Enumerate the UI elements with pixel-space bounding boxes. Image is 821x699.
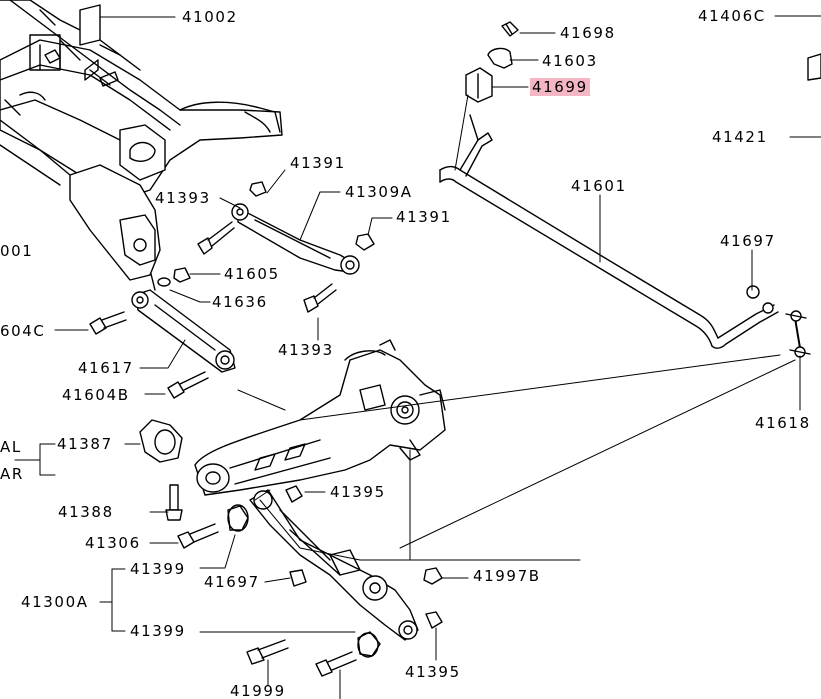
part-label-41391-mid: 41391 bbox=[396, 208, 452, 226]
part-label-41309a: 41309A bbox=[345, 183, 413, 201]
leader-lines bbox=[14, 15, 821, 699]
part-label-41393-mid: 41393 bbox=[278, 341, 334, 359]
part-label-41699: 41699 bbox=[530, 78, 590, 96]
link-41617-drawing bbox=[131, 289, 236, 373]
part-label-41399-bottom: 41399 bbox=[130, 622, 186, 640]
part-label-41421: 41421 bbox=[712, 128, 768, 146]
small-parts-drawing bbox=[89, 21, 821, 677]
part-label-41395-bottom: 41395 bbox=[405, 663, 461, 681]
part-label-41997b: 41997B bbox=[473, 567, 541, 585]
part-label-41604b: 41604B bbox=[62, 386, 130, 404]
part-label-41391-top: 41391 bbox=[290, 154, 346, 172]
stabilizer-link-drawing bbox=[785, 310, 811, 358]
part-label-41002: 41002 bbox=[182, 8, 238, 26]
part-label-41395-top: 41395 bbox=[330, 483, 386, 501]
part-label-41698: 41698 bbox=[560, 24, 616, 42]
part-label-41603: 41603 bbox=[542, 52, 598, 70]
part-label-41999: 41999 bbox=[230, 682, 286, 699]
part-label-41601: 41601 bbox=[571, 177, 627, 195]
part-label-41697-right: 41697 bbox=[720, 232, 776, 250]
part-label-41306: 41306 bbox=[85, 534, 141, 552]
highlighted-part-number: 41699 bbox=[530, 78, 590, 96]
part-label-001: 001 bbox=[0, 242, 34, 260]
part-label-41393-top: 41393 bbox=[155, 189, 211, 207]
part-label-41697-bottom: 41697 bbox=[204, 573, 260, 591]
part-label-41618: 41618 bbox=[755, 414, 811, 432]
crossmember-drawing bbox=[0, 0, 283, 291]
part-label-ar: AR bbox=[0, 465, 24, 483]
part-label-41300a: 41300A bbox=[21, 593, 89, 611]
part-label-41399-top: 41399 bbox=[130, 560, 186, 578]
lower-arm-drawing bbox=[249, 489, 419, 641]
upper-arm-drawing bbox=[231, 203, 360, 275]
part-label-41605: 41605 bbox=[224, 265, 280, 283]
part-label-41406c: 41406C bbox=[698, 7, 766, 25]
part-label-604c: 604C bbox=[0, 322, 46, 340]
part-label-41388: 41388 bbox=[58, 503, 114, 521]
part-label-41636: 41636 bbox=[212, 293, 268, 311]
part-label-41387: 41387 bbox=[57, 435, 113, 453]
part-label-al: AL bbox=[0, 438, 22, 456]
trailing-arm-drawing bbox=[194, 339, 446, 496]
part-label-41617: 41617 bbox=[78, 359, 134, 377]
